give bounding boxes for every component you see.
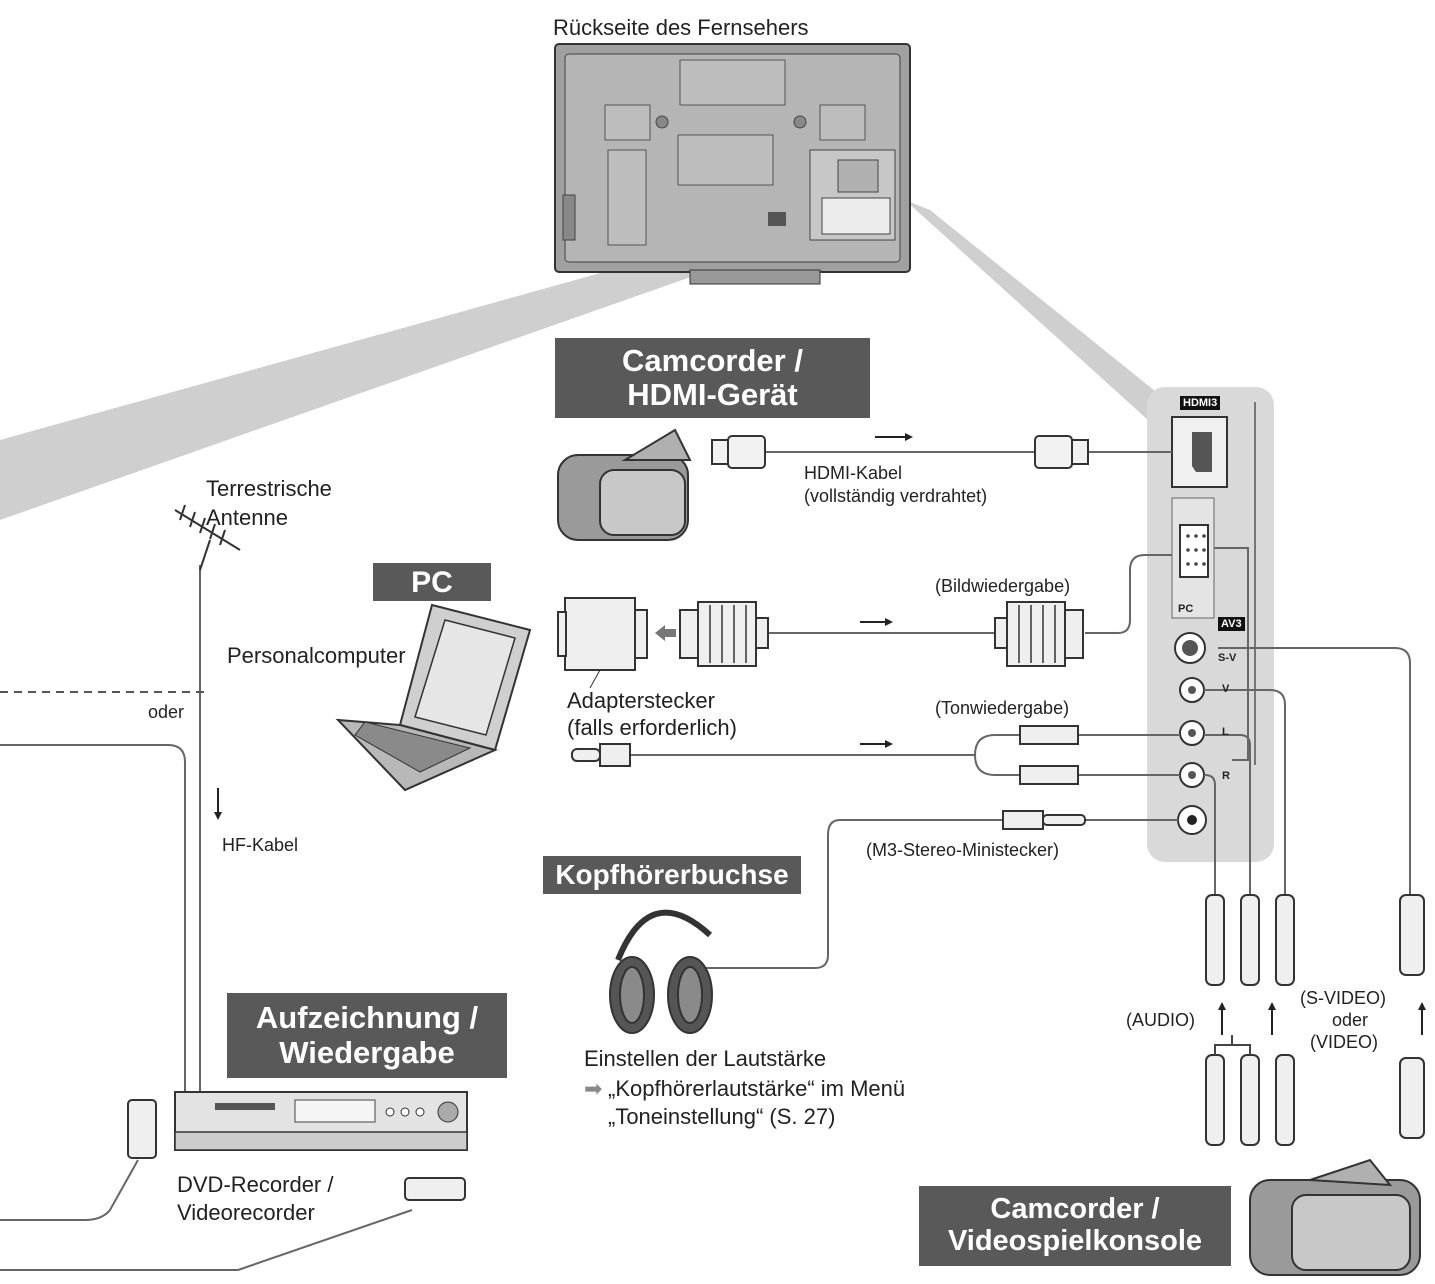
banner-camcorder-console-line2: Videospielkonsole	[947, 1225, 1203, 1257]
banner-camcorder-hdmi-line1: Camcorder /	[622, 342, 803, 378]
dvd-recorder-device	[174, 1091, 468, 1151]
headphones-device	[609, 909, 713, 1034]
cables	[0, 451, 1411, 1271]
pc-port-label: PC	[1178, 603, 1194, 615]
banner-headphone-title: Kopfhörerbuchse	[555, 858, 789, 890]
antenna-device	[174, 504, 241, 571]
dvd-label-2: Videorecorder	[177, 1200, 315, 1225]
image-playback-label: (Bildwiedergabe)	[935, 576, 1071, 596]
v-port-label: V	[1222, 683, 1230, 695]
banner-recording-line2: Wiedergabe	[279, 1034, 455, 1070]
mini-plug-label: (M3-Stereo-Ministecker)	[866, 840, 1060, 860]
banner-pc-title: PC	[411, 565, 453, 599]
rca-plugs	[1205, 894, 1425, 1146]
beam-right	[905, 200, 1160, 420]
tv-back	[554, 43, 911, 285]
banner-camcorder-hdmi-line2: HDMI-Gerät	[627, 377, 798, 412]
vga-plugs	[557, 597, 1084, 671]
flow-arrows	[214, 433, 1426, 1035]
audio-label: (AUDIO)	[1126, 1010, 1195, 1030]
laptop-device	[335, 603, 532, 792]
personal-computer-label: Personalcomputer	[227, 643, 406, 668]
tv-back-title: Rückseite des Fernsehers	[553, 15, 809, 40]
volume-note-arrow-icon: ➡	[584, 1076, 603, 1101]
or-label: oder	[148, 702, 185, 722]
banner-recording: Aufzeichnung / Wiedergabe	[227, 993, 507, 1078]
hdmi-cable-label: HDMI-Kabel	[804, 463, 903, 483]
adapter-label-1: Adapterstecker	[567, 688, 715, 713]
adapter-arrow	[655, 625, 676, 641]
svideo-label-3: (VIDEO)	[1310, 1032, 1379, 1052]
svideo-label-1: (S-VIDEO)	[1300, 988, 1387, 1008]
sv-port-label: S-V	[1218, 652, 1237, 664]
antenna-label-1: Terrestrische	[206, 476, 332, 501]
banner-camcorder-console: Camcorder / Videospielkonsole	[919, 1186, 1231, 1266]
banner-pc: PC	[373, 563, 491, 601]
volume-note-line2: „Kopfhörerlautstärke“ im Menü	[608, 1076, 906, 1101]
banner-camcorder-hdmi: Camcorder / HDMI-Gerät	[555, 338, 870, 418]
adapter-label-2: (falls erforderlich)	[567, 715, 737, 740]
scart-plugs	[127, 1099, 466, 1201]
banner-headphone: Kopfhörerbuchse	[543, 856, 801, 894]
volume-note-line3: „Toneinstellung“ (S. 27)	[608, 1104, 836, 1129]
audio-plugs	[571, 725, 1086, 830]
banner-recording-line1: Aufzeichnung /	[255, 1000, 479, 1036]
camcorder-hdmi-device	[557, 428, 692, 541]
audio-y-split	[1214, 1044, 1251, 1055]
l-port-label: L	[1222, 726, 1229, 738]
svideo-label-2: oder	[1332, 1010, 1369, 1030]
side-connector-panel	[1147, 387, 1274, 862]
sound-playback-label: (Tonwiedergabe)	[935, 698, 1070, 718]
hdmi-plugs	[711, 435, 1089, 469]
antenna-label-2: Antenne	[206, 505, 288, 530]
beam-left	[0, 212, 830, 520]
r-port-label: R	[1222, 770, 1230, 782]
hdmi3-tag: HDMI3	[1180, 396, 1221, 411]
dvd-label-1: DVD-Recorder /	[177, 1172, 334, 1197]
camcorder-console-device	[1249, 1158, 1421, 1276]
banner-camcorder-console-line1: Camcorder /	[990, 1193, 1160, 1226]
av3-tag: AV3	[1218, 617, 1245, 632]
hdmi-cable-note: (vollständig verdrahtet)	[804, 486, 988, 506]
volume-note-line1: Einstellen der Lautstärke	[584, 1046, 827, 1071]
rf-cable-label: HF-Kabel	[222, 835, 299, 855]
